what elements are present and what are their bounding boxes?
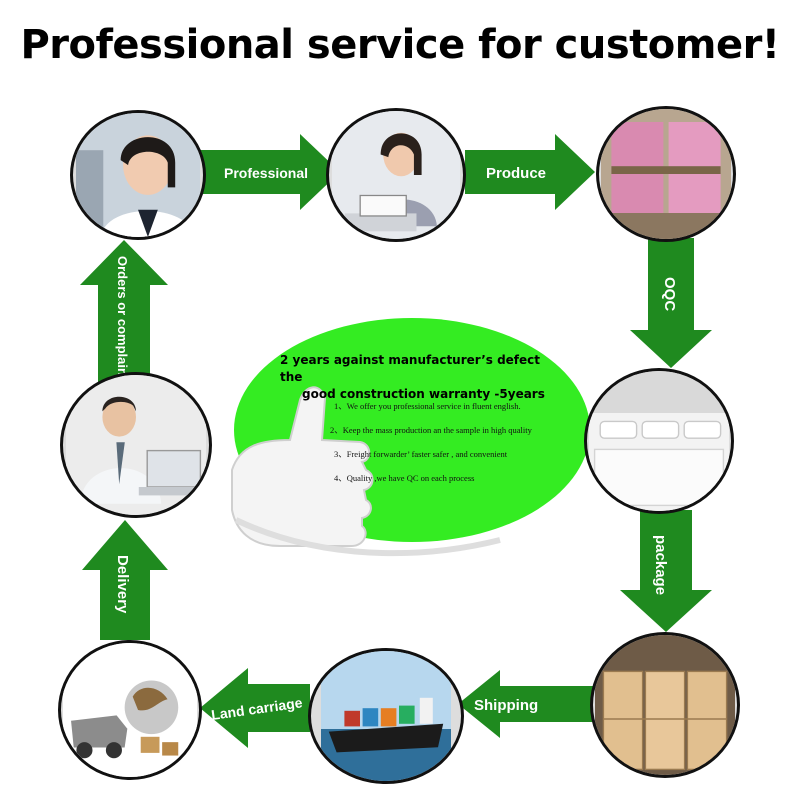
bubble-list: 1、We offer you professional service in f…: [322, 400, 582, 496]
arrow-oqc: OQC: [630, 238, 712, 368]
arrow-label-orders: Orders or complaints: [115, 256, 130, 387]
arrow-land-carriage: Land carriage: [200, 668, 310, 748]
arrow-label-professional: Professional: [224, 165, 308, 181]
photo-truck-globe: [58, 640, 202, 780]
businessman-icon: [63, 375, 209, 515]
photo-cargo-ship: [308, 648, 464, 784]
factory-icon: [599, 109, 733, 239]
cargo-ship-icon: [311, 651, 461, 781]
bubble-item: 2、Keep the mass production an the sample…: [322, 424, 582, 448]
customer-service-icon: [73, 113, 203, 237]
photo-factory-production: [596, 106, 736, 242]
bubble-item: 4、Quality ,we have QC on each process: [322, 472, 582, 496]
arrow-label-delivery: Delivery: [114, 555, 131, 614]
photo-businessman: [60, 372, 212, 518]
photo-customer-service: [70, 110, 206, 240]
arrow-label-produce: Produce: [486, 165, 546, 182]
arrow-package: package: [620, 510, 712, 632]
arrow-orders: Orders or complaints: [80, 240, 168, 387]
crates-icon: [593, 635, 737, 775]
truck-icon: [61, 643, 199, 777]
arrow-delivery: Delivery: [82, 520, 168, 640]
arrow-produce: Produce: [465, 134, 595, 210]
bubble-title-line1: 2 years against manufacturer’s defect th…: [280, 352, 550, 386]
photo-wooden-crates: [590, 632, 740, 778]
bubble-item: 3、Freight forwarder’ faster safer , and …: [322, 448, 582, 472]
arrow-label-package: package: [652, 535, 669, 595]
bubble-title: 2 years against manufacturer’s defect th…: [280, 352, 550, 403]
office-woman-icon: [329, 111, 463, 239]
mattresses-icon: [587, 371, 731, 511]
bubble-item: 1、We offer you professional service in f…: [322, 400, 582, 424]
photo-office-woman: [326, 108, 466, 242]
arrow-shipping: Shipping: [458, 670, 595, 738]
photo-oqc-mattresses: [584, 368, 734, 514]
arrow-label-oqc: OQC: [661, 277, 678, 311]
arrow-label-shipping: Shipping: [474, 697, 538, 714]
arrow-professional: Professional: [200, 134, 340, 210]
